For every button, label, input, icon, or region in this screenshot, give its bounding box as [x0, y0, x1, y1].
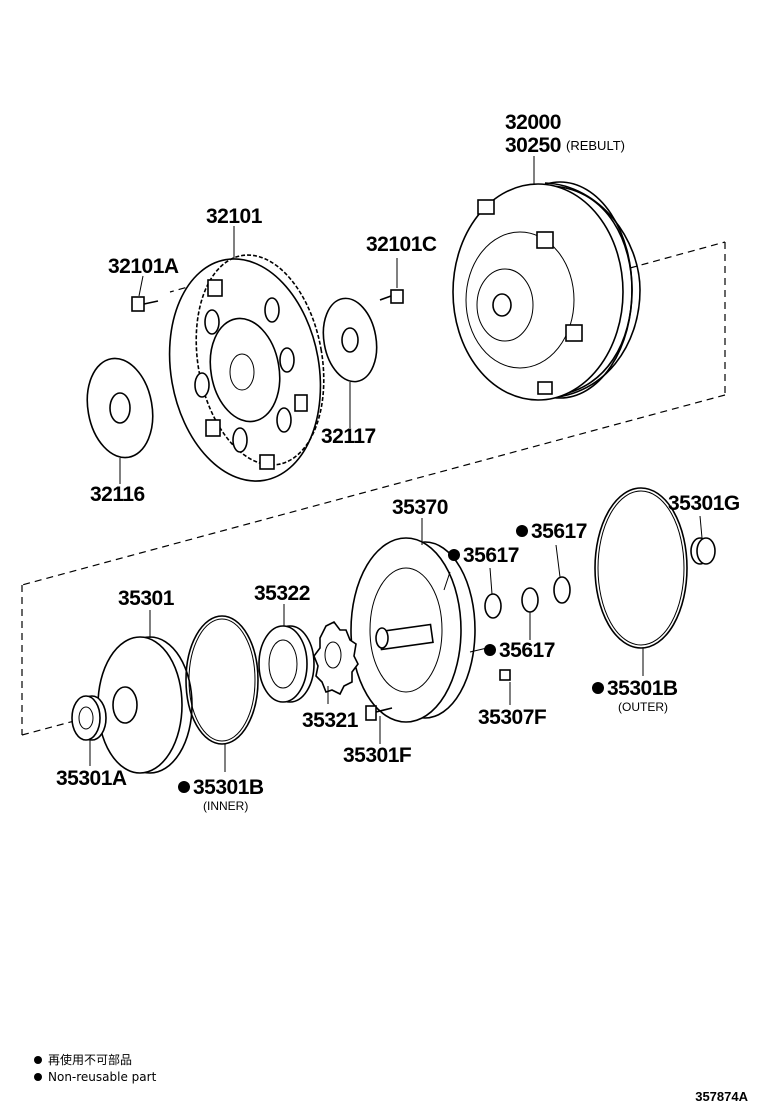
part-note-outer: (OUTER)	[618, 700, 668, 714]
legend-english: Non-reusable part	[34, 1071, 156, 1083]
part-label-35301f: 35301F	[343, 744, 412, 767]
oil-seal-35301a	[71, 695, 107, 766]
driven-gear	[258, 604, 315, 703]
bolt-32101a	[131, 275, 159, 312]
part-label-35301g: 35301G	[668, 492, 740, 515]
part-label-30250: 30250	[505, 134, 561, 157]
part-label-32116: 32116	[90, 483, 145, 506]
part-label-35301b-outer: 35301B	[592, 678, 678, 699]
part-label-32101: 32101	[206, 205, 262, 228]
part-label-35301b-inner: 35301B	[178, 777, 264, 798]
part-label-32117: 32117	[321, 425, 376, 448]
bolt-35301f	[365, 705, 393, 744]
spacer-32116	[86, 357, 154, 484]
part-label-35301a: 35301A	[56, 767, 127, 790]
part-label-35322: 35322	[254, 582, 310, 605]
seal-rings	[484, 544, 571, 640]
non-reusable-dot-icon	[178, 781, 190, 793]
part-label-35307f: 35307F	[478, 706, 547, 729]
bolt-32101c	[379, 258, 404, 304]
part-label-35301: 35301	[118, 587, 174, 610]
non-reusable-dot-icon	[516, 525, 528, 537]
legend-japanese: 再使用不可部品	[34, 1054, 132, 1066]
oil-seal-35301g	[690, 515, 716, 565]
non-reusable-dot-icon	[34, 1056, 42, 1064]
torque-converter	[452, 181, 641, 401]
oil-pump-cover	[350, 518, 476, 723]
o-ring-outer	[594, 487, 688, 676]
drive-plate	[168, 254, 325, 482]
non-reusable-dot-icon	[448, 549, 460, 561]
part-label-32101c: 32101C	[366, 233, 437, 256]
part-label-35370: 35370	[392, 496, 448, 519]
bolt-35307f	[499, 669, 511, 705]
document-id: 357874A	[695, 1089, 748, 1104]
part-label-35617-b: 35617	[448, 545, 519, 566]
part-label-35617-c: 35617	[484, 640, 555, 661]
non-reusable-dot-icon	[484, 644, 496, 656]
part-label-32000: 32000	[505, 111, 561, 134]
spacer-32117	[322, 297, 378, 428]
drive-gear	[313, 620, 359, 704]
part-label-35617-a: 35617	[516, 521, 587, 542]
o-ring-inner	[185, 615, 259, 772]
non-reusable-dot-icon	[34, 1073, 42, 1081]
part-note-rebult: (REBULT)	[566, 138, 625, 153]
part-label-32101a: 32101A	[108, 255, 179, 278]
oil-pump-body	[97, 610, 193, 774]
non-reusable-dot-icon	[592, 682, 604, 694]
part-note-inner: (INNER)	[203, 799, 249, 813]
part-label-35321: 35321	[302, 709, 358, 732]
